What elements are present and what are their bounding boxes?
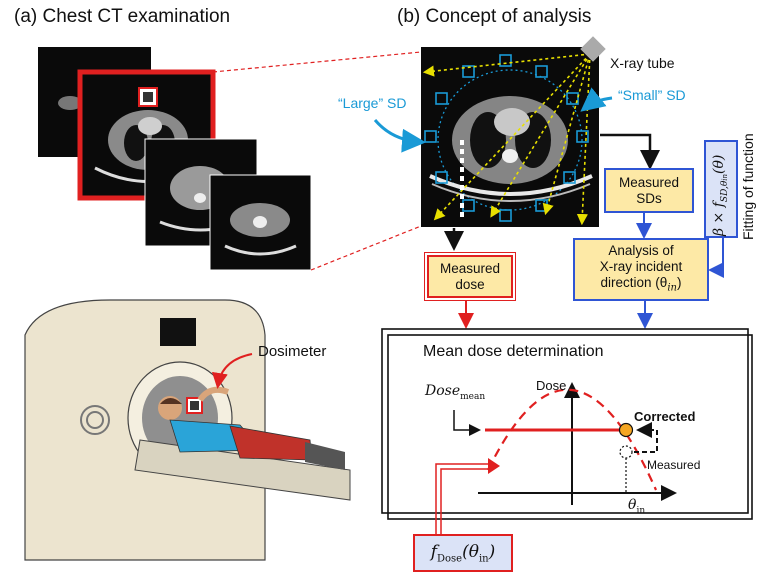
fitting-label: Fitting of function (740, 133, 756, 240)
dose-axis-label: Dose (536, 378, 567, 393)
fit-formula-box (704, 140, 738, 238)
analysis-line-3: direction (θin) (600, 274, 682, 294)
sd-roi-squares (424, 54, 589, 222)
measured-point (619, 445, 633, 459)
ct-scanner-illustration (24, 299, 351, 561)
analysis-line-2: X-ray incident (599, 258, 683, 274)
panel-b-title: (b) Concept of analysis (397, 6, 592, 27)
dose-function-curve (487, 388, 658, 491)
ct-slice-stack (38, 47, 312, 271)
dose-mean-label: Dosemean (425, 383, 486, 402)
mean-dose-title: Mean dose determination (423, 343, 604, 360)
fit-formula-text: β × fSD,θin(θ) (711, 154, 730, 236)
xray-tube-icon (580, 36, 606, 62)
measured-sds-line-1: Measured (618, 174, 680, 190)
corrected-label: Corrected (634, 409, 696, 424)
xray-tube-label: X-ray tube (610, 55, 675, 71)
measured-dose-box: Measured dose (424, 252, 516, 301)
analysis-box: Analysis of X-ray incident direction (θi… (573, 238, 709, 301)
measured-point-label: Measured (647, 458, 701, 472)
mean-dose-frame (381, 328, 749, 514)
measured-dose-line-1: Measured (439, 260, 501, 276)
measured-dose-line-2: dose (455, 276, 485, 292)
corrected-point (618, 422, 634, 438)
panel-a-title: (a) Chest CT examination (14, 6, 231, 27)
small-sd-label: “Small” SD (618, 87, 686, 103)
large-sd-label: “Large” SD (338, 95, 407, 111)
dosimeter-label: Dosimeter (258, 343, 327, 360)
theta-axis-label: θin (628, 497, 646, 516)
f-dose-formula: fDose(θin) (430, 541, 496, 565)
measured-sds-box: Measured SDs (604, 168, 694, 213)
f-dose-box: fDose(θin) (413, 534, 513, 572)
measured-sds-line-2: SDs (636, 190, 662, 206)
xray-beam-lines (422, 53, 591, 226)
analysis-line-1: Analysis of (608, 242, 674, 258)
dose-plot (453, 382, 677, 505)
